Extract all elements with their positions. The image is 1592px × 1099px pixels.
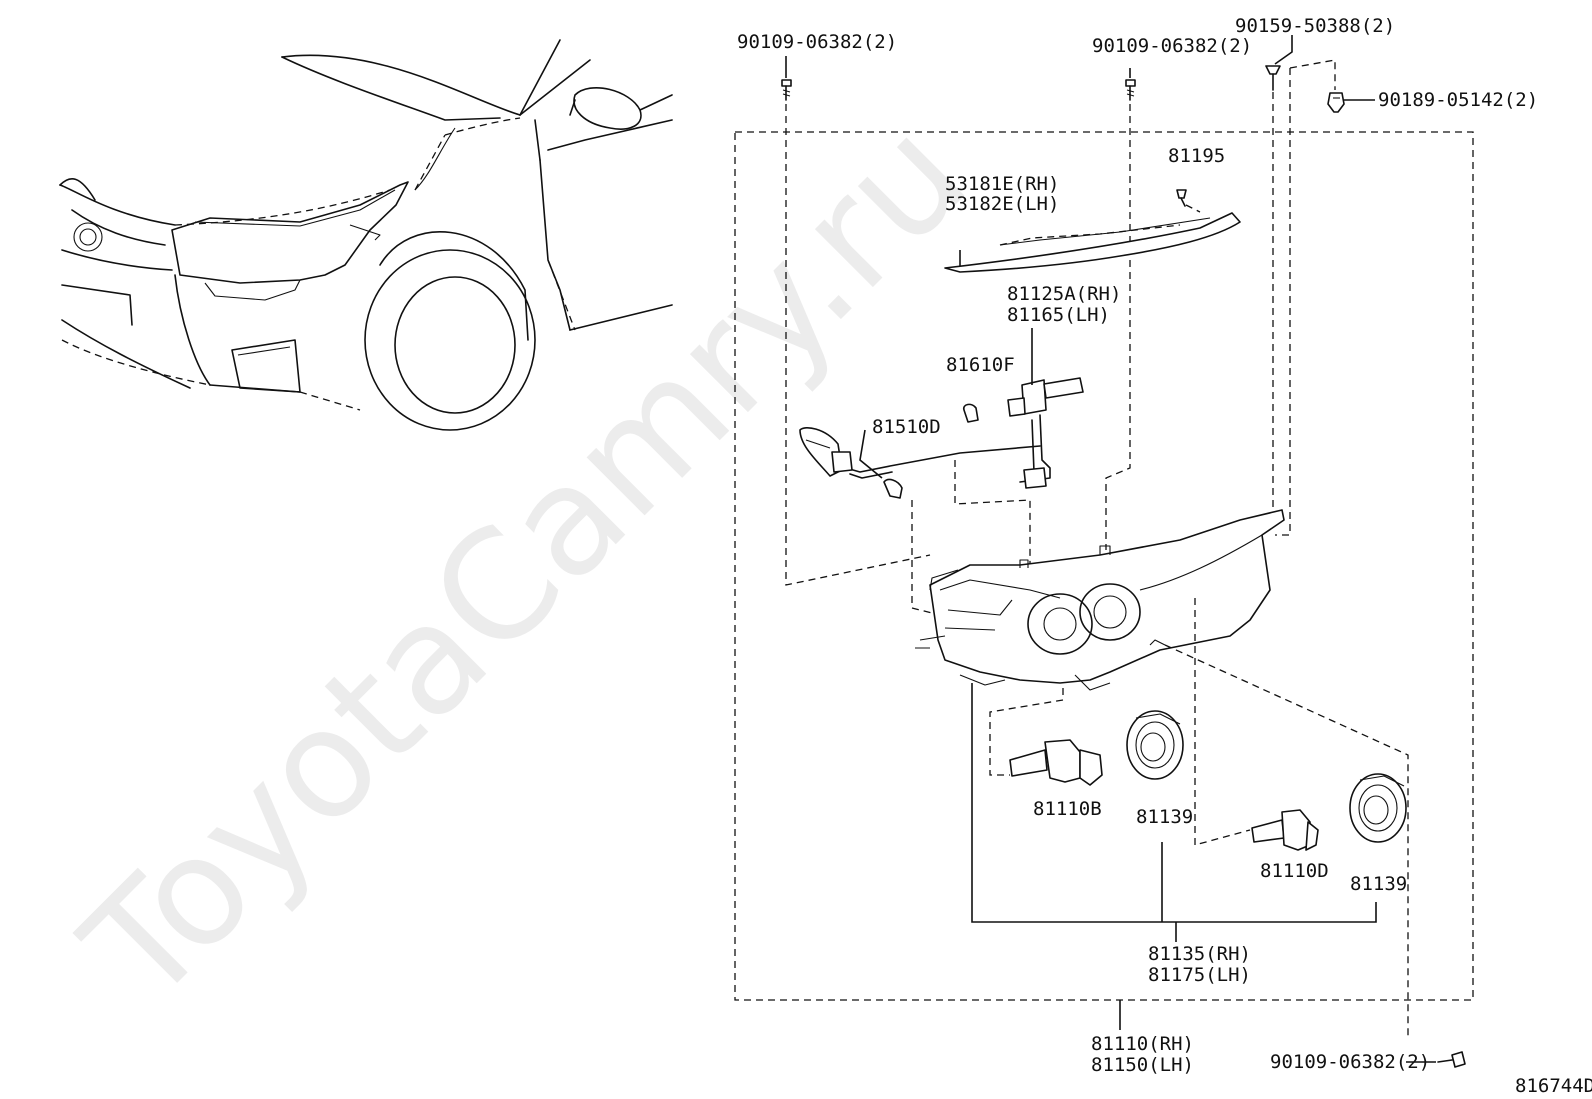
- label-screw-81195: 81195: [1168, 145, 1225, 167]
- vehicle-front-illustration: [59, 39, 673, 431]
- label-bulb-81510d: 81510D: [872, 416, 941, 438]
- label-fastener-top-mid: 90109-06382(2): [1092, 35, 1252, 57]
- bulb-cover-illustration: [1349, 773, 1407, 843]
- label-bulb-81110d: 81110D: [1260, 860, 1329, 882]
- label-assembly-lh: 81150(LH): [1091, 1054, 1194, 1076]
- screw-icon: [1176, 189, 1187, 207]
- bulb-81110b-illustration: [1009, 739, 1103, 786]
- label-unit-lh: 81175(LH): [1148, 964, 1251, 986]
- wedge-bulb-icon: [883, 478, 903, 499]
- label-bulb-81610f: 81610F: [946, 354, 1015, 376]
- label-fastener-top-left: 90109-06382(2): [737, 31, 897, 53]
- label-socket-lh: 81165(LH): [1007, 304, 1110, 326]
- socket-illustration: [1007, 377, 1084, 483]
- label-garnish-rh: 53181E(RH): [945, 173, 1059, 195]
- turn-bulb-socket-illustration: [799, 427, 853, 477]
- label-unit-rh: 81135(RH): [1148, 943, 1251, 965]
- label-clip-right: 90189-05142(2): [1378, 89, 1538, 111]
- bolt-icon: [1125, 79, 1136, 101]
- label-cover-81139-b: 81139: [1350, 873, 1407, 895]
- bolt-icon: [781, 79, 792, 101]
- garnish-strip-illustration: [944, 212, 1241, 273]
- label-fastener-top-right: 90159-50388(2): [1235, 15, 1395, 37]
- bulb-cover-illustration: [1126, 710, 1184, 780]
- screw-icon: [1265, 65, 1281, 91]
- label-bulb-81110b: 81110B: [1033, 798, 1102, 820]
- clip-icon: [1327, 92, 1345, 113]
- label-garnish-lh: 53182E(LH): [945, 193, 1059, 215]
- headlamp-housing-illustration: [915, 509, 1285, 691]
- label-assembly-rh: 81110(RH): [1091, 1033, 1194, 1055]
- label-cover-81139-a: 81139: [1136, 806, 1193, 828]
- bolt-icon: [1437, 1051, 1466, 1068]
- wedge-bulb-icon: [962, 403, 979, 423]
- label-fastener-bottom: 90109-06382(2): [1270, 1051, 1430, 1073]
- bulb-81110d-illustration: [1251, 809, 1319, 851]
- assembly-frame: [734, 131, 1474, 1001]
- label-socket-rh: 81125A(RH): [1007, 283, 1121, 305]
- diagram-code: 816744D: [1515, 1075, 1592, 1097]
